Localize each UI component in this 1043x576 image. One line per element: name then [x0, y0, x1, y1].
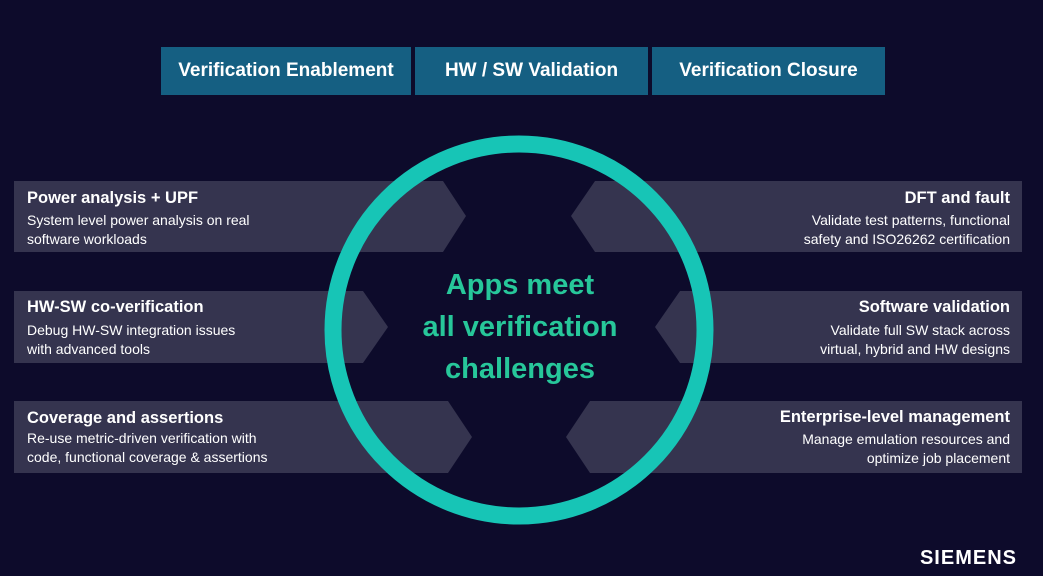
feature-title-enterprise-management: Enterprise-level management: [779, 408, 1010, 426]
center-line: all verification: [422, 311, 618, 343]
desc-line: Re-use metric-driven verification with: [27, 430, 257, 446]
feature-desc-power-analysis: System level power analysis on real soft…: [27, 211, 250, 249]
tab-verification-closure[interactable]: Verification Closure: [652, 47, 885, 95]
desc-line: Manage emulation resources and: [802, 431, 1010, 447]
feature-desc-enterprise-management: Manage emulation resources and optimize …: [802, 430, 1010, 468]
desc-line: virtual, hybrid and HW designs: [820, 341, 1010, 357]
feature-title-dft-fault: DFT and fault: [904, 189, 1010, 207]
desc-line: with advanced tools: [27, 341, 150, 357]
desc-line: Validate full SW stack across: [830, 322, 1010, 338]
desc-line: optimize job placement: [866, 450, 1010, 466]
siemens-logo: SIEMENS: [919, 547, 1017, 569]
desc-line: Validate test patterns, functional: [811, 212, 1010, 228]
feature-title-power-analysis: Power analysis + UPF: [27, 189, 199, 207]
center-line: Apps meet: [445, 269, 595, 301]
center-headline: Apps meet all verification challenges: [395, 264, 645, 390]
tab-hw-sw-validation[interactable]: HW / SW Validation: [415, 47, 648, 95]
panel-software-validation: [655, 291, 1022, 363]
feature-title-coverage-assertions: Coverage and assertions: [27, 409, 224, 427]
feature-title-software-validation: Software validation: [858, 298, 1010, 316]
center-line: challenges: [445, 353, 595, 385]
desc-line: Debug HW-SW integration issues: [27, 322, 236, 338]
feature-desc-software-validation: Validate full SW stack across virtual, h…: [820, 321, 1010, 359]
feature-desc-coverage-assertions: Re-use metric-driven verification with c…: [27, 429, 267, 467]
tab-verification-enablement[interactable]: Verification Enablement: [161, 47, 411, 95]
desc-line: code, functional coverage & assertions: [27, 449, 268, 465]
feature-desc-hw-sw-coverification: Debug HW-SW integration issues with adva…: [27, 321, 235, 359]
center-ring: [324, 135, 714, 525]
desc-line: safety and ISO26262 certification: [803, 231, 1010, 247]
feature-title-hw-sw-coverification: HW-SW co-verification: [27, 298, 204, 316]
panel-hw-sw-coverification: [14, 291, 388, 363]
desc-line: software workloads: [27, 231, 147, 247]
desc-line: System level power analysis on real: [27, 212, 250, 228]
feature-desc-dft-fault: Validate test patterns, functional safet…: [804, 211, 1010, 249]
